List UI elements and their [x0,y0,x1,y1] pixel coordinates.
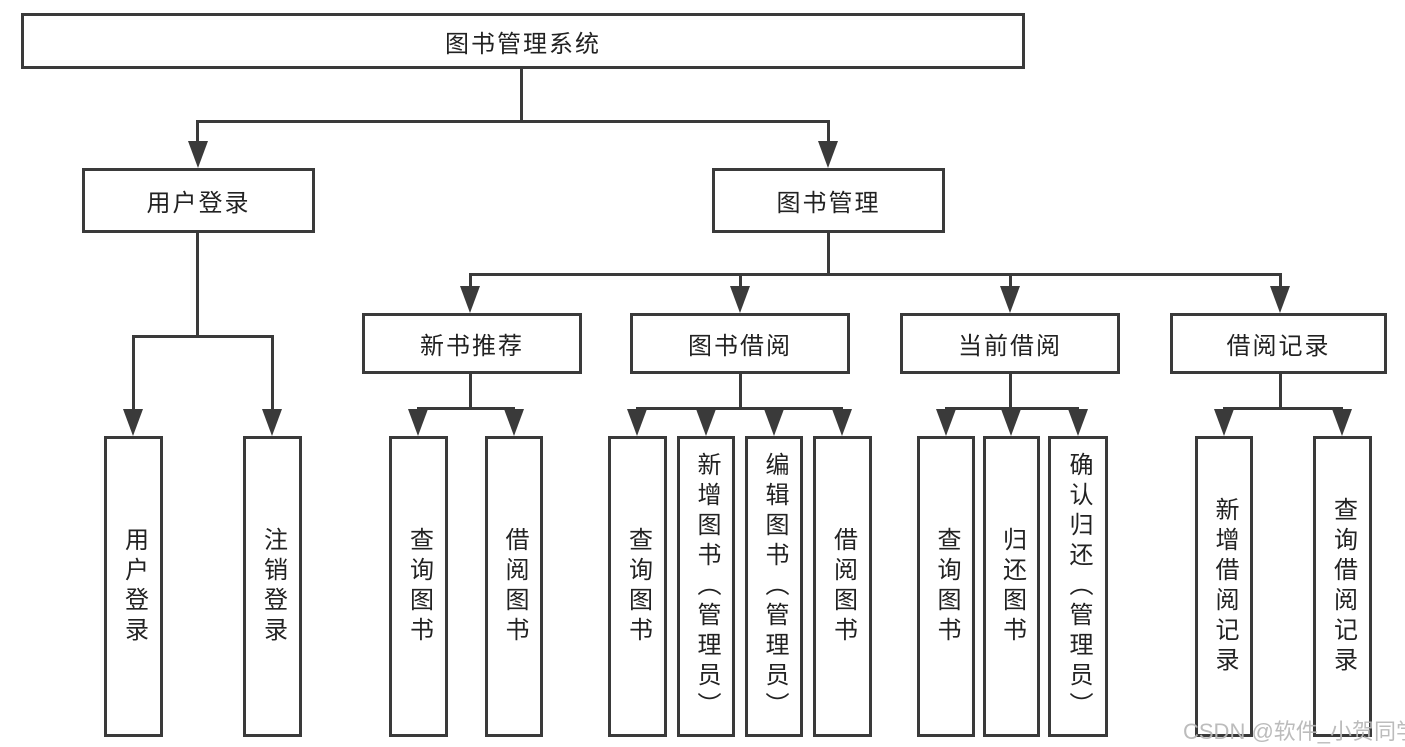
node-label: 图书管理系统 [445,30,601,58]
connector-line [197,120,830,123]
node-new-book-recommend: 新书推荐 [362,313,582,374]
arrow-down-icon [818,141,838,168]
node-current-borrow: 当前借阅 [900,313,1120,374]
node-label: 借阅图书 [501,526,528,647]
node-label: 查询图书 [405,526,433,647]
watermark: CSDN @软件_小贺同学 [1183,719,1405,744]
connector-line [827,120,830,146]
node-label: 查询图书 [624,526,652,647]
arrow-down-icon [627,409,647,436]
arrow-down-icon [764,409,784,436]
arrow-down-icon [504,409,524,436]
node-label: 图书借阅 [688,333,792,360]
leaf-confirm-return-admin: 确认归还（管理员） [1048,436,1108,737]
connector-line [827,233,830,275]
node-book-borrow: 图书借阅 [630,313,850,374]
connector-line [636,407,843,410]
node-label: 新增图书（管理员） [693,451,720,722]
connector-line [132,335,274,338]
connector-line [469,273,472,289]
node-root: 图书管理系统 [21,13,1025,69]
connector-line [1279,273,1282,289]
leaf-borrow-books-recommend: 借阅图书 [485,436,543,737]
connector-line [1009,373,1012,409]
connector-line [739,273,742,289]
connector-line [469,273,1281,276]
arrow-down-icon [1068,409,1088,436]
leaf-borrow-books: 借阅图书 [813,436,872,737]
leaf-query-books-current: 查询图书 [917,436,975,737]
leaf-add-borrow-record: 新增借阅记录 [1195,436,1253,737]
arrow-down-icon [1270,286,1290,313]
node-user-login: 用户登录 [82,168,315,233]
connector-line [196,233,199,336]
arrow-down-icon [262,409,282,436]
connector-line [1009,273,1012,289]
leaf-user-login: 用户登录 [104,436,163,737]
node-label: 确认归还（管理员） [1065,451,1092,722]
arrow-down-icon [460,286,480,313]
connector-line [520,69,523,122]
node-label: 用户登录 [146,190,251,217]
leaf-query-borrow-record: 查询借阅记录 [1313,436,1372,737]
leaf-edit-book-admin: 编辑图书（管理员） [745,436,803,737]
arrow-down-icon [730,286,750,313]
node-label: 图书管理 [776,190,881,217]
arrow-down-icon [1001,409,1021,436]
node-label: 查询图书 [933,526,960,647]
leaf-add-book-admin: 新增图书（管理员） [677,436,735,737]
node-label: 借阅记录 [1226,333,1331,360]
connector-line [417,407,515,410]
node-label: 用户登录 [120,526,148,647]
leaf-query-books-recommend: 查询图书 [389,436,448,737]
arrow-down-icon [408,409,428,436]
node-label: 注销登录 [259,526,287,647]
leaf-logout: 注销登录 [243,436,302,737]
arrow-down-icon [936,409,956,436]
connector-line [1223,407,1343,410]
node-book-management: 图书管理 [712,168,945,233]
node-borrow-records: 借阅记录 [1170,313,1387,374]
node-label: 新书推荐 [420,333,524,360]
arrow-down-icon [832,409,852,436]
node-label: 查询借阅记录 [1329,496,1357,677]
leaf-query-books-borrow: 查询图书 [608,436,667,737]
node-label: 归还图书 [998,526,1026,647]
node-label: 借阅图书 [829,526,857,647]
arrow-down-icon [1332,409,1352,436]
arrow-down-icon [696,409,716,436]
connector-line [132,335,135,413]
node-label: 新增借阅记录 [1211,496,1238,677]
connector-line [1279,373,1282,409]
arrow-down-icon [123,409,143,436]
leaf-return-book: 归还图书 [983,436,1040,737]
connector-line [945,407,1079,410]
arrow-down-icon [1000,286,1020,313]
arrow-down-icon [1214,409,1234,436]
node-label: 编辑图书（管理员） [761,451,788,722]
connector-line [739,373,742,409]
connector-line [271,335,274,413]
arrow-down-icon [188,141,208,168]
connector-line [196,120,199,146]
connector-line [469,373,472,409]
node-label: 当前借阅 [958,333,1062,360]
